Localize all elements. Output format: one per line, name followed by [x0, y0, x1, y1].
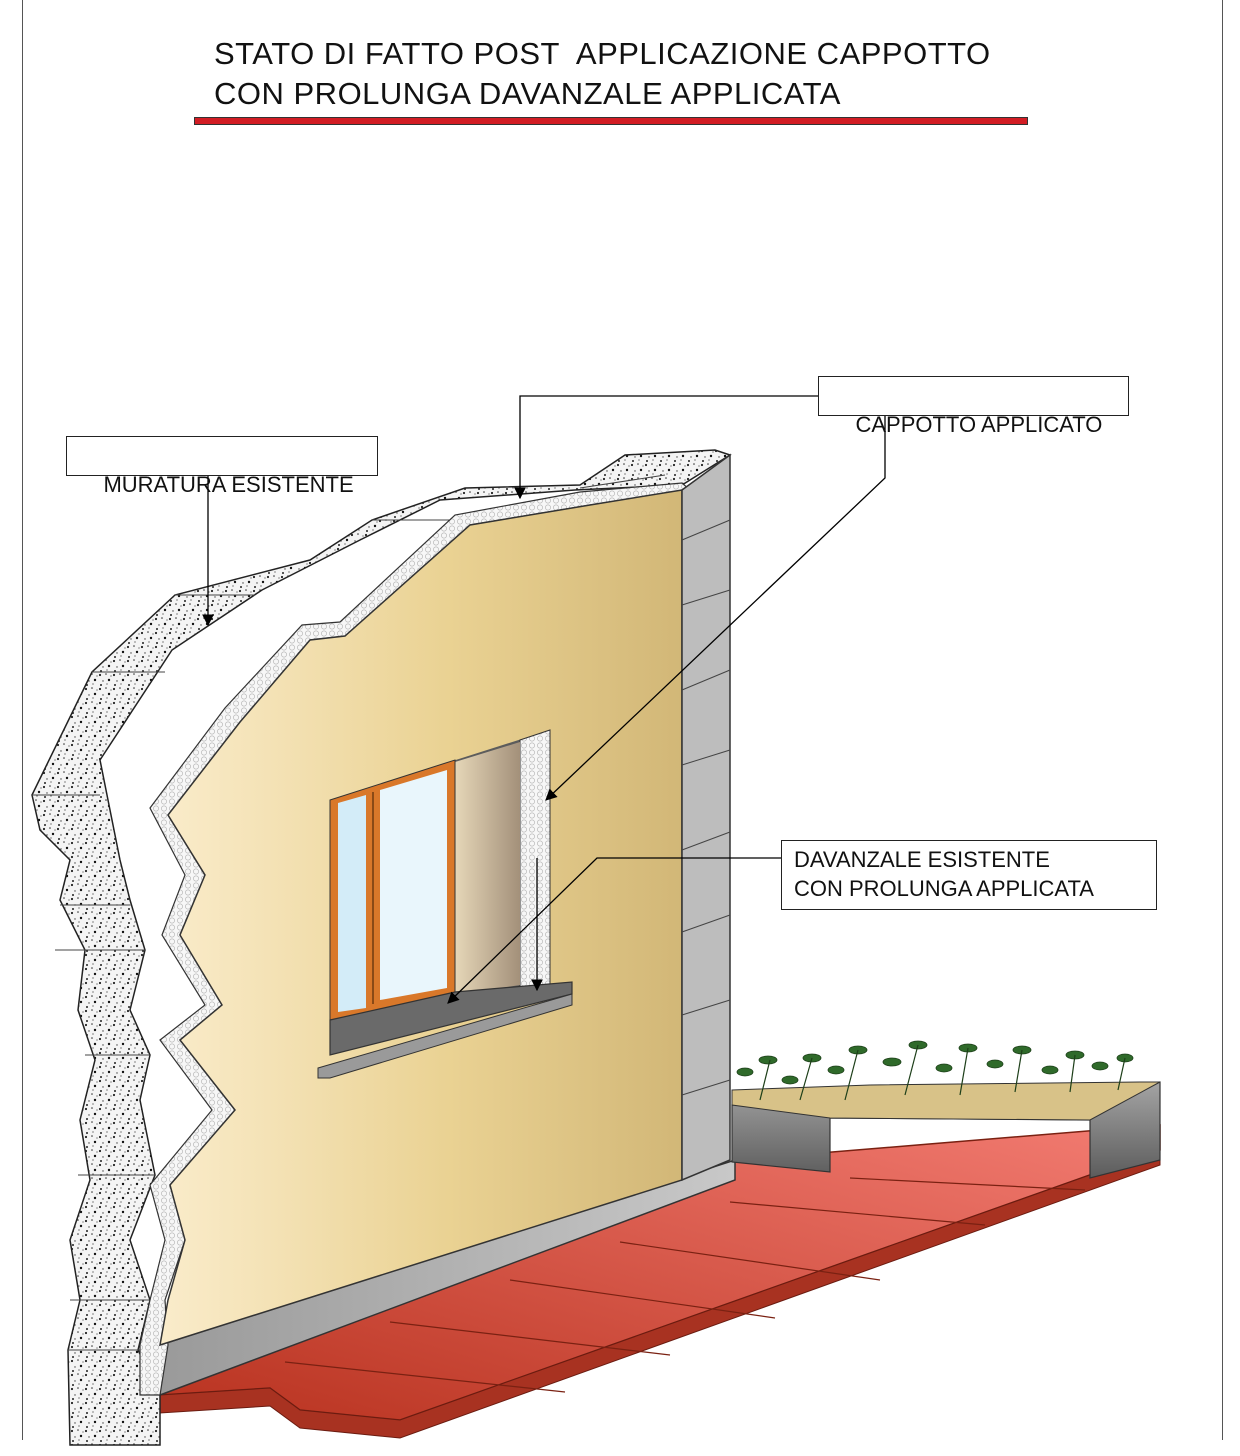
leader-davanzale-sill	[447, 857, 781, 1004]
window-sill	[317, 981, 573, 1079]
title-line-2: CON PROLUNGA DAVANZALE APPLICATA	[214, 76, 841, 111]
label-muratura-esistente: MURATURA ESISTENTE	[66, 436, 378, 497]
sheet-border-right	[1222, 0, 1223, 1440]
window-glass-right	[380, 770, 447, 1000]
label-cappotto-applicato: CAPPOTTO APPLICATO	[818, 376, 1129, 437]
leader-cappotto-top	[514, 395, 818, 500]
window-glass-left	[338, 795, 366, 1012]
title-line-1: STATO DI FATTO POST APPLICAZIONE CAPPOTT…	[214, 36, 991, 71]
paving	[159, 1124, 1161, 1439]
label-muratura-text: MURATURA ESISTENTE	[103, 472, 354, 497]
label-davanzale-line2: CON PROLUNGA APPLICATA	[794, 876, 1094, 901]
leader-lines	[202, 395, 886, 1004]
wall-corner-side	[681, 453, 731, 1182]
sheet-border-left	[22, 0, 23, 1440]
label-davanzale-line1: DAVANZALE ESISTENTE	[794, 847, 1050, 872]
title-underline	[194, 117, 1028, 125]
existing-masonry	[31, 449, 732, 1446]
label-davanzale-esistente: DAVANZALE ESISTENTE CON PROLUNGA APPLICA…	[781, 840, 1157, 910]
leader-cappotto-window	[545, 416, 886, 801]
label-cappotto-text: CAPPOTTO APPLICATO	[855, 412, 1103, 437]
planter-box	[731, 1040, 1161, 1179]
